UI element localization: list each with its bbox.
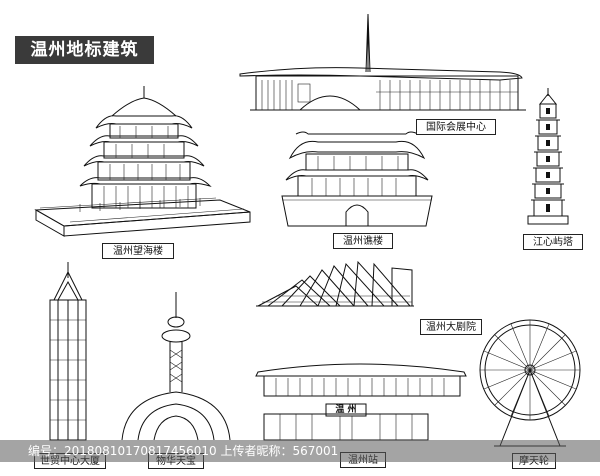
railway-station-drawing <box>255 363 467 441</box>
label-grand-theater: 温州大剧院 <box>420 319 482 335</box>
ferris-wheel-drawing <box>479 319 581 447</box>
jiangxin-pagoda-drawing <box>527 88 569 225</box>
qiao-tower-drawing <box>281 131 433 227</box>
exhibition-center-drawing <box>239 13 526 111</box>
tv-tower-drawing <box>121 292 231 441</box>
grand-theater-drawing <box>256 260 414 307</box>
watermark-band <box>0 440 600 462</box>
label-jiangxin-pagoda: 江心屿塔 <box>523 234 583 250</box>
station-sign: 温 州 <box>335 405 357 415</box>
page-title: 温州地标建筑 <box>15 36 154 64</box>
watermark-text: 编号：20180810170817456010 上传者昵称：567001 <box>28 444 339 458</box>
label-qiao-tower: 温州谯楼 <box>333 233 393 249</box>
wtc-tower-drawing <box>49 262 87 441</box>
label-wanghai-tower: 温州望海楼 <box>102 243 174 259</box>
label-exhibition-center: 国际会展中心 <box>416 119 496 135</box>
wanghai-tower-drawing <box>34 86 251 237</box>
